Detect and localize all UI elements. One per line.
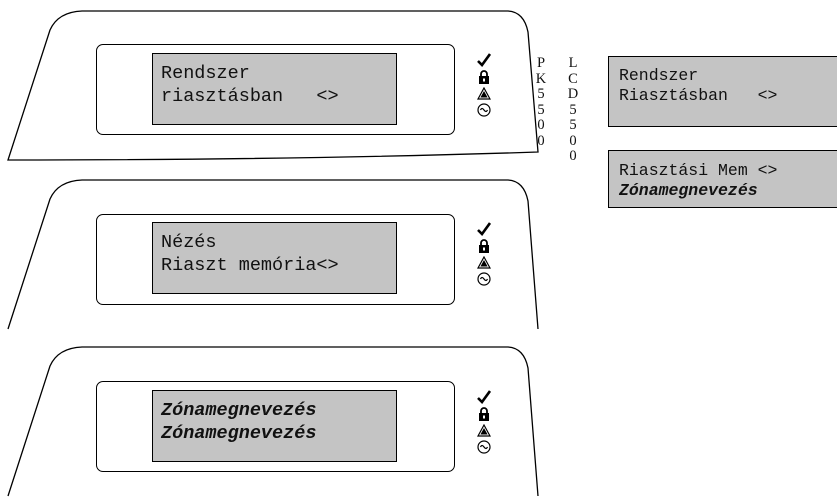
lcd5500-char: 5 — [569, 101, 577, 118]
lcd5500-char: D — [567, 86, 579, 102]
warning-triangle-icon — [477, 256, 491, 269]
ac-power-icon — [477, 103, 491, 117]
padlock-icon — [479, 239, 489, 253]
lcd5500-char: 5 — [569, 117, 577, 133]
pk5500-char: K — [535, 70, 547, 87]
lcd5500-screen-1: Rendszer Riasztásban <> — [608, 56, 837, 127]
padlock-icon — [479, 70, 489, 84]
lcd5500-label: L C D 5 5 0 0 — [566, 55, 580, 165]
keypad-1-display-bezel — [96, 44, 455, 135]
pk5500-char: 0 — [537, 117, 545, 133]
keypad-2-lcd-screen: Nézés Riaszt memória<> — [152, 222, 397, 294]
keypad-3-line-1: Zónamegnevezés — [161, 400, 317, 421]
lcd5500-screen-2-line-1: Riasztási Mem <> — [619, 161, 778, 180]
keypad-1-indicators — [476, 53, 492, 120]
checkmark-icon — [477, 222, 491, 236]
pk5500-char: 5 — [537, 101, 545, 118]
keypad-1-line-1: Rendszer — [161, 63, 250, 84]
keypad-3-display-bezel — [96, 381, 455, 472]
keypad-3-indicators — [476, 390, 492, 457]
keypad-2-display-bezel — [96, 214, 455, 305]
lcd5500-char: 0 — [569, 148, 577, 164]
pk5500-char: P — [536, 55, 546, 71]
checkmark-icon — [477, 53, 491, 67]
lcd5500-char: L — [568, 55, 578, 71]
ac-power-icon — [477, 272, 491, 286]
lcd5500-char: C — [568, 70, 578, 87]
lcd5500-screen-1-line-1: Rendszer — [619, 66, 699, 85]
pk5500-char: 5 — [537, 86, 545, 102]
keypad-1-line-2: riasztásban <> — [161, 86, 339, 107]
keypad-3-line-2: Zónamegnevezés — [161, 423, 317, 444]
warning-triangle-icon — [477, 87, 491, 100]
ac-power-icon — [477, 440, 491, 454]
pk5500-label: P K 5 5 0 0 — [534, 55, 548, 149]
keypad-1-lcd-screen: Rendszer riasztásban <> — [152, 53, 397, 125]
pk5500-char: 0 — [537, 132, 545, 149]
keypad-3-lcd-screen: Zónamegnevezés Zónamegnevezés — [152, 390, 397, 462]
lcd5500-char: 0 — [569, 132, 577, 149]
padlock-icon — [479, 407, 489, 421]
keypad-2-line-1: Nézés — [161, 232, 217, 253]
keypad-2-indicators — [476, 222, 492, 289]
checkmark-icon — [477, 390, 491, 404]
lcd5500-screen-2: Riasztási Mem <> Zónamegnevezés — [608, 150, 837, 208]
lcd5500-screen-1-line-2: Riasztásban <> — [619, 86, 778, 105]
warning-triangle-icon — [477, 424, 491, 437]
keypad-2-line-2: Riaszt memória<> — [161, 255, 339, 276]
lcd5500-screen-2-line-2: Zónamegnevezés — [619, 181, 758, 200]
